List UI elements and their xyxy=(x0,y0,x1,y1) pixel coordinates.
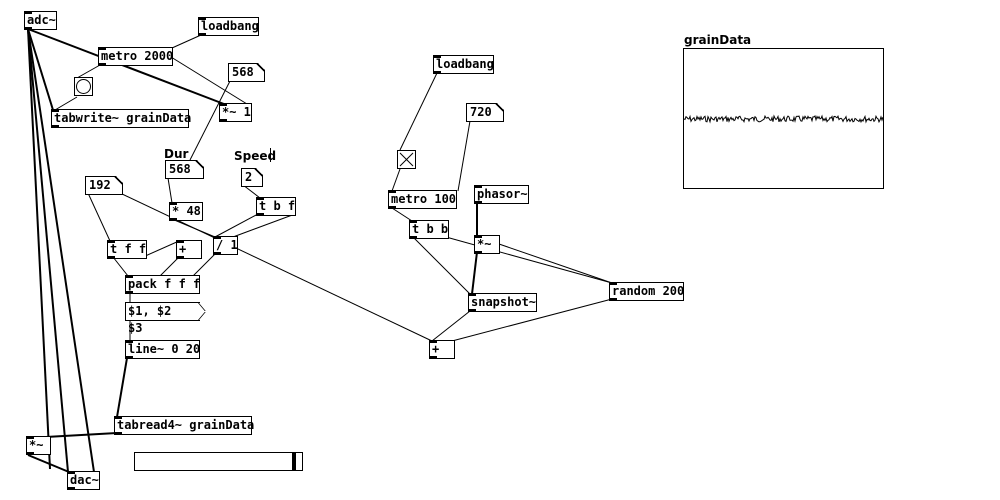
object-text: + xyxy=(432,342,440,356)
object-text: phasor~ xyxy=(477,187,528,201)
bang-button[interactable] xyxy=(74,77,93,96)
mul-signal-object-small[interactable]: *~ xyxy=(26,436,51,455)
message-flag xyxy=(192,302,200,321)
number-box-notch xyxy=(256,63,265,72)
object-text: loadbang xyxy=(436,57,494,71)
number-box-notch xyxy=(114,176,123,185)
metro-2000-object[interactable]: metro 2000 xyxy=(98,47,173,66)
mul-signal-object-2[interactable]: *~ xyxy=(474,235,500,254)
dac-object[interactable]: dac~ xyxy=(67,471,100,490)
toggle-x-icon xyxy=(399,152,414,167)
object-text: t b f xyxy=(259,199,296,213)
object-text: / 1 xyxy=(216,238,238,252)
object-text: dac~ xyxy=(70,473,99,487)
number-value: 192 xyxy=(89,178,111,192)
array-waveform xyxy=(683,114,884,124)
line-object[interactable]: line~ 0 20 xyxy=(125,340,200,359)
number-box-notch xyxy=(495,103,504,112)
object-text: + xyxy=(179,242,187,256)
object-text: t b b xyxy=(412,222,449,236)
label-dur: Dur xyxy=(164,147,189,161)
bang-circle-icon xyxy=(76,79,91,94)
t-b-b-object[interactable]: t b b xyxy=(409,220,449,239)
object-text: pack f f f xyxy=(128,277,201,291)
mul-48-object[interactable]: * 48 xyxy=(169,202,203,221)
plus-object-small[interactable]: + xyxy=(176,240,202,259)
number-box-568-b[interactable]: 568 xyxy=(165,160,204,179)
text-cursor xyxy=(270,148,271,162)
message-box[interactable]: $1, $2 $3 xyxy=(125,302,200,335)
metro-100-object[interactable]: metro 100 xyxy=(388,190,457,209)
tabread4-object[interactable]: tabread4~ grainData xyxy=(114,416,255,435)
horizontal-slider[interactable] xyxy=(134,452,303,471)
object-text: loadbang xyxy=(201,19,259,33)
number-box-notch xyxy=(254,168,263,177)
number-box-speed[interactable]: 2 xyxy=(241,168,263,187)
slider-knob[interactable] xyxy=(292,453,296,470)
loadbang-object-1[interactable]: loadbang xyxy=(198,17,259,36)
toggle-checkbox[interactable] xyxy=(397,150,416,169)
object-text: metro 2000 xyxy=(101,49,174,63)
array-title: grainData xyxy=(684,33,752,47)
object-text: tabread4~ grainData xyxy=(117,418,255,432)
object-text: *~ xyxy=(29,438,44,452)
object-text: *~ xyxy=(477,237,492,251)
object-text: adc~ xyxy=(27,13,56,27)
number-value: 720 xyxy=(470,105,492,119)
message-text: $1, $2 $3 xyxy=(128,304,172,335)
object-text: line~ 0 20 xyxy=(128,342,201,356)
tabwrite-object[interactable]: tabwrite~ grainData xyxy=(51,109,192,128)
plus-object-main[interactable]: + xyxy=(429,340,455,359)
object-text: tabwrite~ grainData xyxy=(54,111,192,125)
array-graph[interactable] xyxy=(683,48,884,189)
number-value: 568 xyxy=(169,162,191,176)
adc-object[interactable]: adc~ xyxy=(24,11,57,30)
pack-object[interactable]: pack f f f xyxy=(125,275,200,294)
phasor-object[interactable]: phasor~ xyxy=(474,185,529,204)
t-b-f-object[interactable]: t b f xyxy=(256,197,296,216)
number-value: 2 xyxy=(245,170,253,184)
object-text: *~ 1 xyxy=(222,105,251,119)
label-speed: Speed xyxy=(234,149,277,163)
object-text: t f f xyxy=(110,242,147,256)
object-text: random 200 xyxy=(612,284,685,298)
div-object[interactable]: / 1 xyxy=(213,236,238,255)
object-text: metro 100 xyxy=(391,192,457,206)
object-text: snapshot~ xyxy=(471,295,537,309)
object-text: * 48 xyxy=(172,204,201,218)
number-box-notch xyxy=(195,160,204,169)
random-object[interactable]: random 200 xyxy=(609,282,684,301)
t-f-f-object[interactable]: t f f xyxy=(107,240,147,259)
number-box-192[interactable]: 192 xyxy=(85,176,123,195)
mul-signal-object[interactable]: *~ 1 xyxy=(219,103,252,122)
number-box-568-a[interactable]: 568 xyxy=(228,63,265,82)
snapshot-object[interactable]: snapshot~ xyxy=(468,293,537,312)
number-box-720[interactable]: 720 xyxy=(466,103,504,122)
number-value: 568 xyxy=(232,65,254,79)
loadbang-object-2[interactable]: loadbang xyxy=(433,55,494,74)
